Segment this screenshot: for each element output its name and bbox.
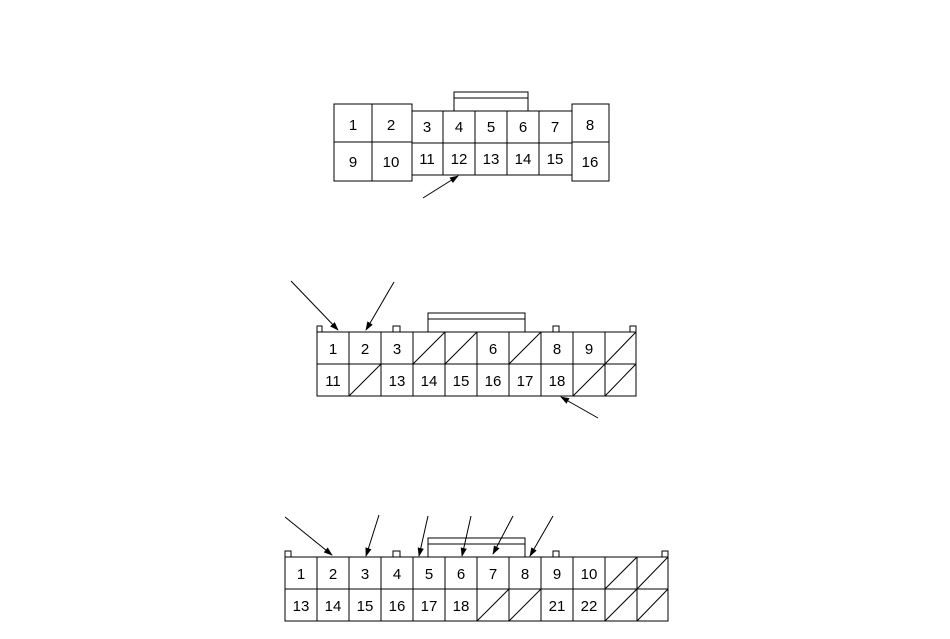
locking-tab [453, 91, 529, 112]
pin-label: 4 [455, 119, 463, 136]
pin-label: 7 [489, 566, 497, 583]
pin-label: 1 [297, 566, 305, 583]
blank-cavity-slash [604, 588, 638, 622]
pointer-arrow [284, 516, 333, 556]
blank-cavity-slash [348, 363, 382, 397]
pin-label: 18 [549, 373, 566, 390]
pin-label: 8 [521, 566, 529, 583]
blank-cavity-slash [604, 331, 637, 365]
pointer-arrow [422, 175, 459, 199]
connector-24pin: 1 2 3 4 5 6 7 8 9 10 13 14 15 16 17 18 2… [284, 514, 669, 622]
pin-label: 5 [487, 119, 495, 136]
latch-notch [316, 325, 323, 332]
locking-tab [427, 312, 526, 333]
latch-notch [629, 325, 637, 332]
pin-label: 3 [393, 341, 401, 358]
blank-cavity-slash [604, 556, 638, 590]
pin-label: 16 [389, 598, 406, 615]
pin-label: 15 [547, 151, 564, 168]
latch-notch [392, 550, 401, 557]
blank-cavity-slash [412, 331, 446, 365]
pin-label: 16 [485, 373, 502, 390]
blank-cavity-slash [508, 588, 542, 622]
pin-label: 17 [517, 373, 534, 390]
latch-notch [552, 325, 560, 332]
blank-cavity-slash [508, 331, 542, 365]
pin-label: 2 [361, 341, 369, 358]
pin-label: 10 [383, 154, 400, 171]
pin-label: 13 [483, 151, 500, 168]
pointer-arrow [365, 514, 380, 557]
pin-label: 2 [329, 566, 337, 583]
pin-label: 6 [489, 341, 497, 358]
latch-notch [392, 325, 401, 332]
pin-label: 3 [423, 119, 431, 136]
pointer-arrow [492, 515, 514, 555]
pin-label: 13 [293, 598, 310, 615]
pin-label: 16 [582, 154, 599, 171]
pin-label: 11 [325, 373, 341, 390]
pin-label: 1 [329, 341, 337, 358]
pin-label: 9 [349, 154, 357, 171]
blank-cavity-slash [572, 363, 606, 397]
pin-label: 2 [387, 117, 395, 134]
blank-cavity-slash [636, 588, 669, 622]
pin-label: 7 [551, 119, 559, 136]
pin-label: 15 [453, 373, 470, 390]
pin-label: 6 [457, 566, 465, 583]
pointer-arrow [417, 515, 429, 557]
pin-label: 15 [357, 598, 374, 615]
latch-notch [284, 550, 292, 557]
pin-label: 6 [519, 119, 527, 136]
blank-cavity-slash [636, 556, 669, 590]
pointer-arrow [560, 396, 599, 419]
pointer-arrow [529, 515, 554, 557]
blank-cavity-slash [604, 363, 637, 397]
pin-label: 10 [581, 566, 598, 583]
pin-label: 22 [581, 598, 598, 615]
pointer-arrow [290, 280, 339, 331]
pin-label: 9 [585, 341, 593, 358]
pointer-arrow [460, 515, 472, 557]
pin-label: 18 [453, 598, 470, 615]
pin-label: 14 [325, 598, 342, 615]
pin-label: 8 [586, 117, 594, 134]
pin-label: 4 [393, 566, 401, 583]
connector-16pin: 1 2 3 4 5 6 7 8 9 10 11 12 13 14 15 16 [333, 91, 610, 199]
pin-label: 13 [389, 373, 406, 390]
pin-label: 17 [421, 598, 438, 615]
latch-notch [661, 550, 669, 557]
pin-label: 14 [515, 151, 532, 168]
pointer-arrow [365, 281, 395, 331]
locking-tab [427, 537, 526, 558]
pin-label: 3 [361, 566, 369, 583]
pin-label: 14 [421, 373, 438, 390]
pin-label: 9 [553, 566, 561, 583]
pin-label: 1 [349, 117, 357, 134]
blank-cavity-slash [476, 588, 510, 622]
pin-label: 8 [553, 341, 561, 358]
pin-label: 21 [549, 598, 566, 615]
latch-notch [552, 550, 560, 557]
pin-label: 12 [451, 151, 468, 168]
blank-cavity-slash [444, 331, 478, 365]
pin-label: 11 [419, 151, 435, 168]
pin-label: 5 [425, 566, 433, 583]
connector-20pin: 1 2 3 6 8 9 11 13 14 15 16 17 18 [290, 280, 637, 419]
